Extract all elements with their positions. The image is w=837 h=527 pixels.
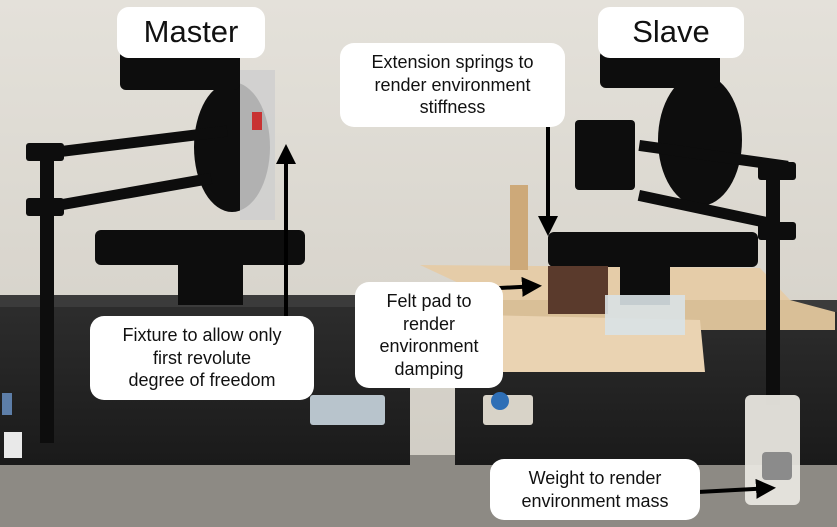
slave-label: Slave: [598, 7, 744, 58]
springs-line-1: Extension springs to: [371, 52, 534, 72]
fixture-line-3: degree of freedom: [128, 370, 276, 390]
felt-line-4: damping: [394, 358, 464, 379]
felt-line-2: render: [402, 313, 456, 334]
master-base-box: [0, 295, 410, 465]
fixture-line-1: Fixture to allow only: [122, 325, 282, 345]
fixture-line-2: first revolute: [152, 347, 252, 368]
weight-arrow: [697, 478, 776, 499]
weight-label: Weight to render environment mass: [490, 459, 700, 520]
master-label: Master: [117, 7, 265, 58]
felt-line-3: environment: [379, 336, 479, 356]
slave-label-text: Slave: [632, 14, 710, 49]
annotation-arrows: [276, 124, 776, 499]
weight-line-2: environment mass: [521, 490, 669, 511]
fixture-label: Fixture to allow only first revolute deg…: [90, 316, 314, 400]
felt-label: Felt pad to render environment damping: [355, 282, 503, 388]
springs-label: Extension springs to render environment …: [340, 43, 565, 127]
slave-robot: [548, 50, 800, 505]
felt-line-1: Felt pad to: [386, 291, 472, 311]
weight-line-1: Weight to render: [528, 468, 662, 488]
springs-line-3: stiffness: [419, 97, 486, 117]
master-robot: [26, 50, 305, 443]
master-label-text: Master: [143, 14, 239, 49]
springs-line-2: render environment: [374, 74, 531, 95]
